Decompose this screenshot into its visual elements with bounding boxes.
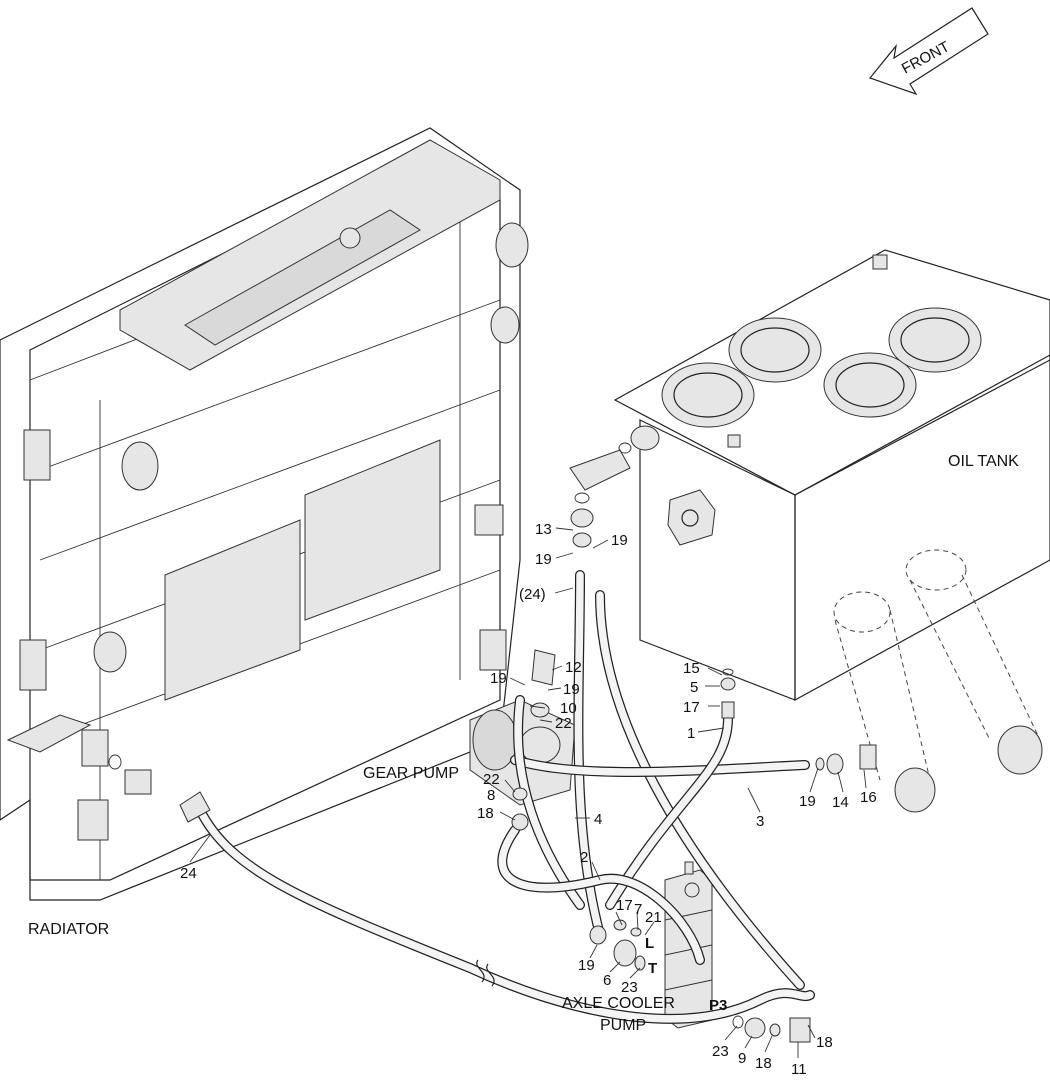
callout: 24 [180,865,197,882]
callout: 2 [580,849,588,866]
callout: 19 [563,681,580,698]
hoses [195,570,815,1024]
callout: 12 [565,659,582,676]
tank-ports [661,307,982,428]
callout: 6 [603,972,611,989]
oil-tank-label: OIL TANK [948,453,1019,470]
front-label: FRONT [899,38,953,77]
callout: 5 [690,679,698,696]
port-T: T [648,960,657,977]
gear-pump-label: GEAR PUMP [363,765,459,782]
callout: 22 [483,771,500,788]
fittings [108,668,877,1043]
callout: 19 [799,793,816,810]
callout: 23 [621,979,638,996]
leader-lines [189,527,867,1058]
callout: 18 [755,1055,772,1072]
callout: 22 [555,715,572,732]
tank-outlet-fitting [569,425,660,548]
callout: 19 [535,551,552,568]
radiator-label: RADIATOR [28,921,109,938]
front-arrow: FRONT [868,7,989,96]
callout: 15 [683,660,700,677]
callout: 4 [594,811,602,828]
callout: (24) [519,586,546,603]
callout: 23 [712,1043,729,1060]
callout: 8 [487,787,495,804]
port-L: L [645,935,654,952]
oil-tank [613,249,1050,813]
axle-cooler-label-line2: PUMP [600,1017,646,1034]
callouts: 13 19 19 (24) 12 19 19 10 22 15 5 17 1 2… [180,521,877,1078]
callout: 7 [634,901,642,918]
callout: 9 [738,1050,746,1067]
port-P3: P3 [709,997,727,1014]
callout: 10 [560,700,577,717]
callout: 14 [832,794,849,811]
callout: 17 [616,897,633,914]
callout: 21 [645,909,662,926]
callout: 16 [860,789,877,806]
callout: 11 [791,1061,807,1078]
callout: 17 [683,699,700,716]
axle-cooler-label-line1: AXLE COOLER [562,995,675,1012]
callout: 18 [477,805,494,822]
callout: 1 [687,725,695,742]
callout: 19 [611,532,628,549]
callout: 19 [578,957,595,974]
callout: 18 [816,1034,833,1051]
radiator [0,127,529,901]
callout: 3 [756,813,764,830]
callout: 19 [490,670,507,687]
callout: 13 [535,521,552,538]
